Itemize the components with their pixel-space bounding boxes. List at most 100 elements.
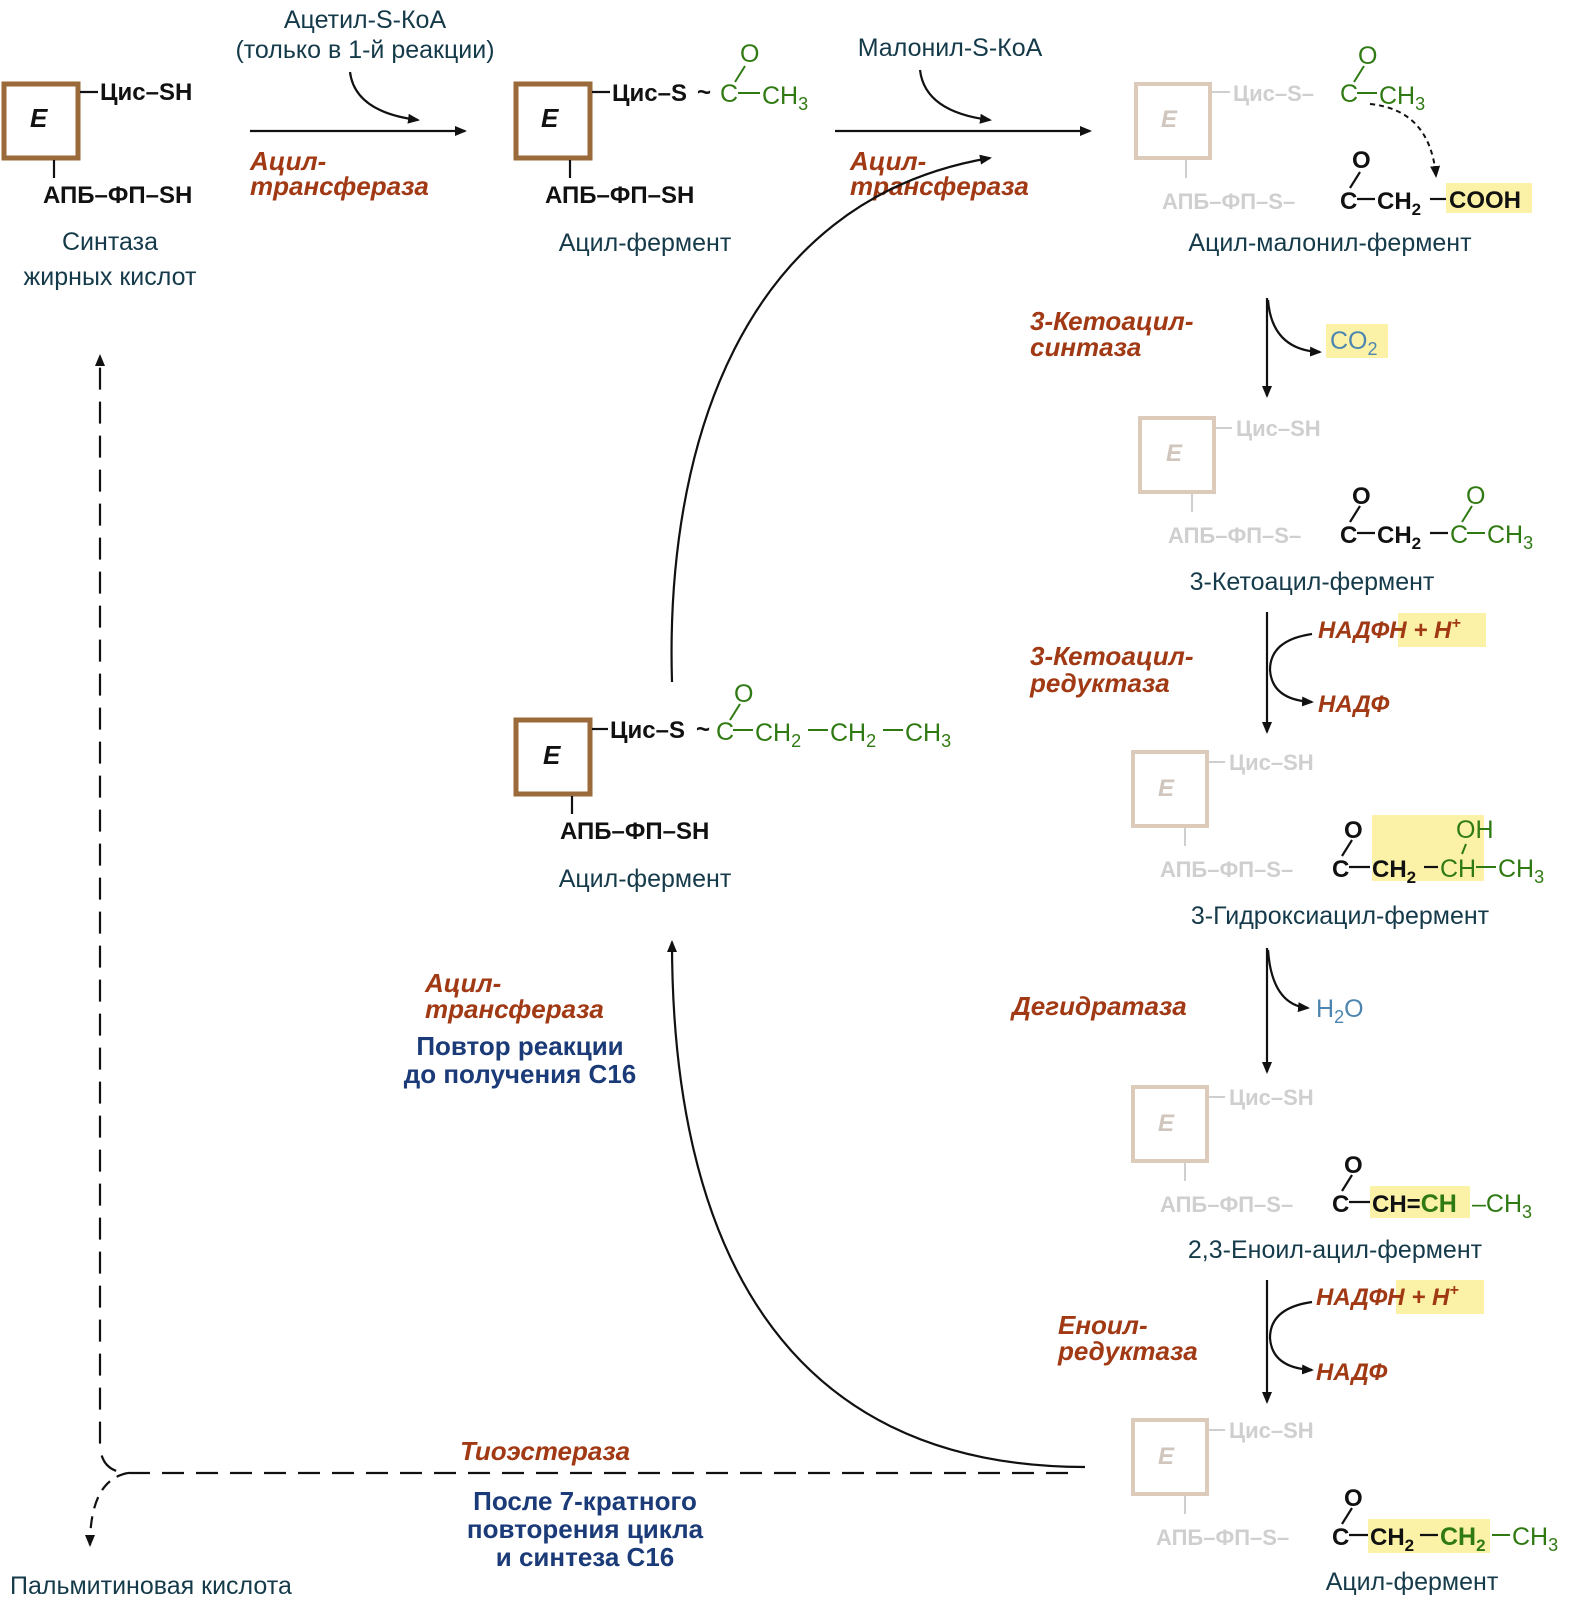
methyl-group: CH3 — [1498, 855, 1544, 887]
carbonyl-carbon: C — [720, 80, 738, 108]
acyl-enzyme-top: E Цис–S ~ C O CH3 АПБ–ФП–SH Ацил-фермент — [513, 40, 808, 257]
cys-s-label: Цис–S — [612, 80, 687, 107]
palmitic-acid-label: Пальмитиновая кислота — [10, 1572, 292, 1600]
reagent-arrow — [918, 69, 992, 124]
carbonyl-oxygen: O — [1358, 42, 1377, 70]
apb-sh-label: АПБ–ФП–SH — [43, 182, 192, 209]
release-arrow — [85, 1471, 129, 1547]
thioesterase-note-3: и синтеза С16 — [496, 1542, 675, 1572]
ch2-group-1: CH2 — [1370, 1524, 1414, 1555]
hydroxyl-group: OH — [1456, 816, 1494, 844]
repeat-enzyme-1: Ацил- — [424, 968, 501, 998]
cys-sh-label: Цис–SH — [1229, 1418, 1314, 1443]
enzyme-letter: E — [30, 103, 48, 133]
apb-s-label: АПБ–ФП–S– — [1160, 1192, 1293, 1217]
nadph-label: НАДФН + Н+ — [1316, 1282, 1459, 1311]
cys-sh-label: Цис–SH — [100, 79, 192, 106]
ketoacyl-label: 3-Кетоацил-фермент — [1190, 568, 1435, 596]
first-reaction-note: (только в 1-й реакции) — [235, 36, 494, 64]
thioester-tilde: ~ — [697, 79, 711, 106]
co2-label: CO2 — [1330, 327, 1378, 359]
cys-sh-label: Цис–SH — [1229, 1085, 1314, 1110]
acyl-carbon: C — [1332, 1524, 1349, 1551]
enoyl-enzyme: E Цис–SH АПБ–ФП–S– C O CH=CH –CH3 2,3-Ен… — [1131, 1085, 1532, 1264]
cofactor-arrow — [1268, 632, 1314, 707]
cys-s-label: Цис–S — [610, 717, 685, 744]
loop-arrow-return — [667, 940, 1086, 1469]
enzyme-letter: E — [1161, 106, 1178, 133]
step2-acyltransferase: Малонил-S-КоА Ацил- трансфераза — [835, 34, 1092, 201]
enzyme-name-1: 3-Кетоацил- — [1030, 641, 1194, 671]
carbonyl-oxygen: O — [734, 680, 753, 708]
ch2-group-2: CH2 — [1440, 1523, 1486, 1555]
carbonyl-oxygen: O — [740, 40, 759, 68]
fatty-acid-synthase: E Цис–SH АПБ–ФП–SH Синтаза жирных кислот — [1, 79, 197, 291]
loop-arrow-up — [670, 154, 992, 683]
ch2-group-2: CH2 — [830, 719, 876, 751]
double-bond-carbons: CH=CH — [1372, 1190, 1457, 1218]
condensation-arrow — [1369, 103, 1441, 178]
apb-s-label: АПБ–ФП–S– — [1162, 189, 1295, 214]
cys-sh-label: Цис–SH — [1236, 416, 1321, 441]
co2-arrow — [1266, 299, 1322, 357]
acyl-oxygen: O — [1352, 483, 1371, 510]
enzyme-box — [1138, 416, 1216, 494]
keto-carbon: C — [1450, 521, 1468, 549]
enzyme-letter: E — [541, 103, 559, 133]
enzyme-name-2: редуктаза — [1029, 668, 1170, 698]
enzyme-name-1: Ацил- — [849, 146, 926, 176]
enzyme-letter: E — [1158, 775, 1175, 802]
ch2-group: CH2 — [1372, 856, 1416, 887]
thioesterase-path: Тиоэстераза После 7-кратного повторения … — [10, 354, 1068, 1600]
thioester-tilde: ~ — [696, 716, 710, 743]
acyl-enzyme-label: Ацил-фермент — [559, 865, 732, 893]
cooh-group: COOH — [1449, 187, 1521, 214]
malonyl-oxygen: O — [1352, 147, 1371, 174]
acyl-carbon: C — [1332, 856, 1349, 883]
acyl-enzyme-bottom: E Цис–SH АПБ–ФП–S– C O CH2 CH2 CH3 Ацил-… — [1131, 1418, 1558, 1596]
acyl-oxygen: O — [1344, 1152, 1363, 1179]
methyl-group: –CH3 — [1472, 1190, 1532, 1222]
acyl-carbon: C — [1332, 1191, 1349, 1218]
enzyme-box — [1131, 1418, 1209, 1496]
acyl-carbon: C — [1340, 522, 1357, 549]
enzyme-box — [1131, 750, 1209, 828]
ketoacyl-enzyme: E Цис–SH АПБ–ФП–S– C O CH2 C O CH3 3-Кет… — [1138, 416, 1533, 596]
acetyl-coa-label: Ацетил-S-КоА — [284, 6, 447, 34]
repeat-note-1: Повтор реакции — [416, 1031, 623, 1061]
malonyl-coa-label: Малонил-S-КоА — [858, 34, 1043, 62]
cys-sh-label: Цис–SH — [1229, 750, 1314, 775]
nadp-label: НАДФ — [1318, 691, 1390, 718]
repeat-annotation: Ацил- трансфераза Повтор реакции до полу… — [404, 968, 637, 1089]
enzyme-letter: E — [543, 740, 561, 770]
thioesterase-name: Тиоэстераза — [460, 1436, 630, 1466]
keto-oxygen: O — [1466, 482, 1485, 510]
ketoacyl-synthase-step: 3-Кетоацил- синтаза CO2 — [1030, 298, 1388, 398]
apb-s-label: АПБ–ФП–S– — [1168, 523, 1301, 548]
step1-acyltransferase: Ацетил-S-КоА (только в 1-й реакции) Ацил… — [235, 6, 494, 201]
apb-sh-label: АПБ–ФП–SH — [560, 818, 709, 845]
enzyme-name-1: Ацил- — [249, 146, 326, 176]
reagent-arrow — [348, 71, 420, 124]
enzyme-name-2: трансфераза — [250, 171, 429, 201]
hydroxyacyl-enzyme: E Цис–SH АПБ–ФП–S– C O CH2 CH OH CH3 3-Г… — [1131, 750, 1544, 930]
hydroxyacyl-label: 3-Гидроксиацил-фермент — [1191, 902, 1490, 930]
apb-s-label: АПБ–ФП–S– — [1160, 857, 1293, 882]
methyl-group: CH3 — [1512, 1523, 1558, 1555]
carbonyl-carbon: C — [716, 718, 734, 746]
enzyme-letter: E — [1166, 440, 1183, 467]
acyl-enzyme-label: Ацил-фермент — [559, 229, 732, 257]
enoyl-label: 2,3-Еноил-ацил-фермент — [1188, 1236, 1483, 1264]
water-arrow — [1266, 949, 1310, 1013]
enzyme-box — [513, 81, 593, 161]
methyl-group: CH3 — [905, 719, 951, 751]
enzyme-name-1: Еноил- — [1058, 1310, 1148, 1340]
apb-sh-label: АПБ–ФП–SH — [545, 182, 694, 209]
methyl-group: CH3 — [1379, 82, 1425, 114]
acyl-oxygen: O — [1344, 817, 1363, 844]
methyl-group: CH3 — [762, 82, 808, 114]
enzyme-letter: E — [1158, 1110, 1175, 1137]
synthase-label-2: жирных кислот — [24, 263, 197, 291]
enzyme-box — [1131, 1085, 1209, 1163]
